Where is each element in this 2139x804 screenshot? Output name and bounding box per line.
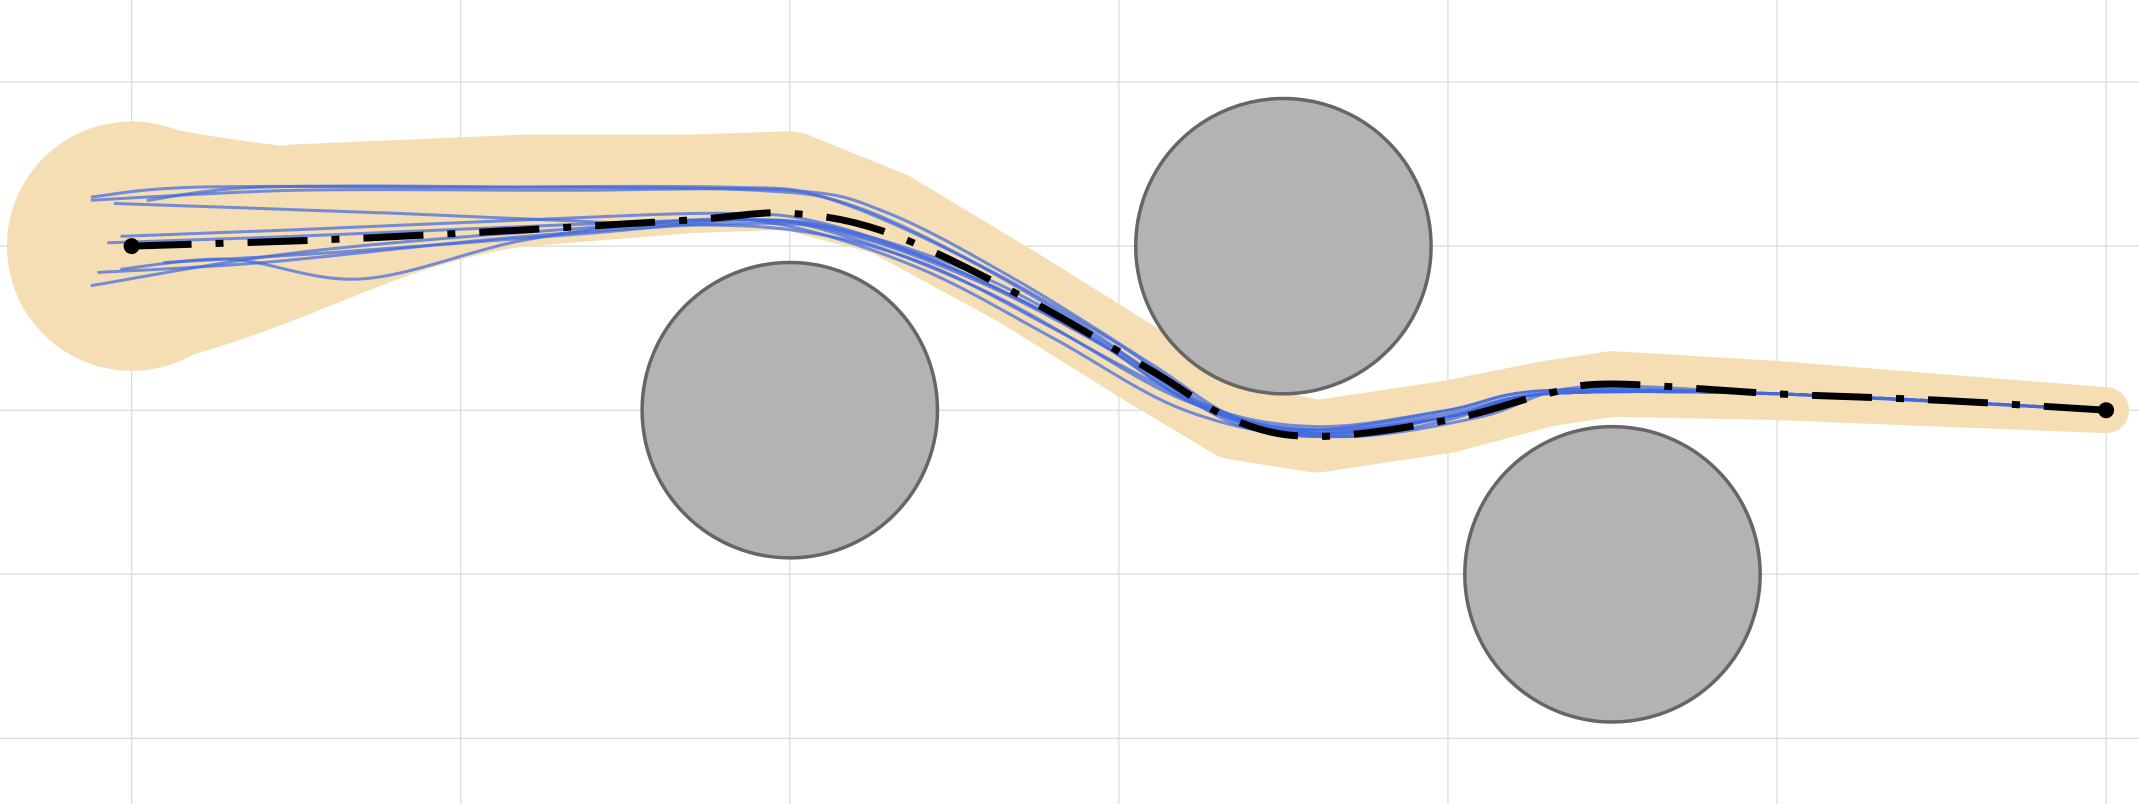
obstacle-circle <box>640 260 940 560</box>
goal-marker <box>2098 402 2115 419</box>
obstacle-circle <box>1463 424 1762 724</box>
obstacle-circle <box>1133 96 1433 396</box>
endpoints <box>123 238 2115 419</box>
corridor-segment <box>1940 374 2108 434</box>
obstacles <box>640 96 1762 724</box>
corridor-region <box>6 121 2130 473</box>
trajectory-line <box>90 187 2108 432</box>
start-marker <box>123 238 140 255</box>
reference-path-line <box>131 209 2107 441</box>
corridor-segment <box>1611 351 1779 420</box>
corridor-segment <box>867 176 1040 323</box>
corridor-segment <box>689 131 792 233</box>
reference-path <box>131 209 2107 441</box>
